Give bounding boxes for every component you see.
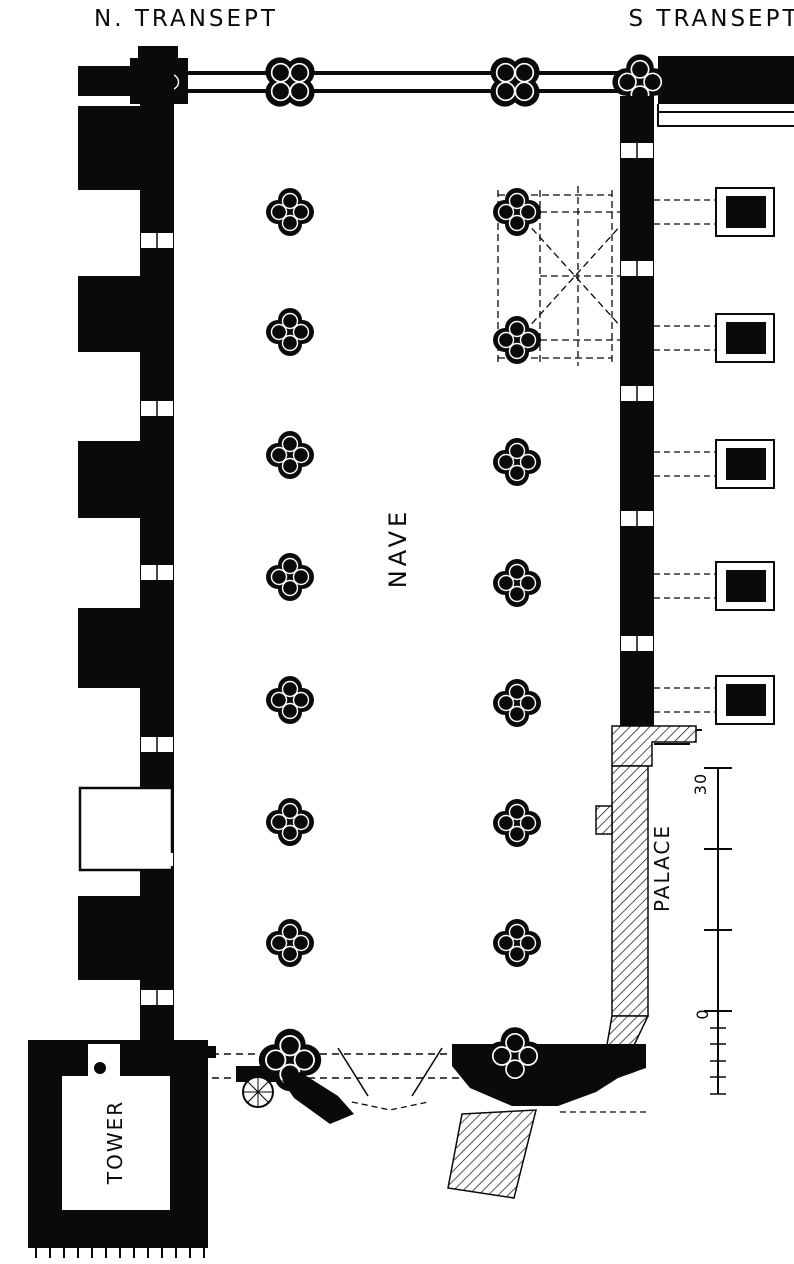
door-opening	[141, 853, 173, 866]
door-step-dashed	[351, 1101, 429, 1111]
west-front	[174, 1026, 646, 1199]
crossing-wall	[78, 40, 794, 127]
buttress	[78, 896, 174, 980]
south-aisle-wall	[620, 96, 702, 745]
nave-label: NAVE	[384, 508, 412, 588]
buttress	[78, 608, 174, 688]
s-transept-corner-mass	[658, 56, 794, 104]
palace-label: PALACE	[650, 824, 674, 912]
spiral-stair-treads	[243, 1077, 273, 1107]
north-windows	[141, 233, 173, 1005]
ground-cut-hatch	[447, 1109, 537, 1199]
buttress-connector-lines	[654, 199, 716, 713]
vault-rib-diagonal	[516, 211, 634, 341]
buttress	[78, 106, 174, 190]
vault-rib-diagonal	[516, 211, 634, 341]
scale-bar	[704, 767, 732, 1095]
tower-room	[62, 1076, 170, 1210]
detached-buttress-piers	[715, 187, 775, 725]
tower-label: TOWER	[103, 1100, 127, 1185]
buttress	[78, 441, 174, 518]
buttress-pier-core	[726, 322, 766, 354]
tower-base-ticks	[35, 1248, 205, 1258]
scale-value-0: 0	[693, 1008, 712, 1019]
n-transept-label: N. TRANSEPT	[94, 6, 278, 32]
tower-door-gap	[88, 1044, 120, 1078]
door-splay	[337, 1047, 369, 1097]
palace-wall-strip	[611, 765, 649, 1017]
buttress-pier-outline	[715, 187, 775, 237]
wall-strip	[140, 62, 174, 1062]
wall-strip	[620, 96, 654, 732]
s-transept-label: S TRANSEPT	[629, 6, 794, 32]
ne-corner-stub-up	[138, 46, 178, 62]
tower-stair-newel	[94, 1062, 106, 1074]
door-splay	[411, 1047, 443, 1097]
buttress-pier-core	[726, 570, 766, 602]
scale-value-30: 30	[691, 773, 710, 795]
buttress-pier-outline	[715, 561, 775, 611]
door-jamb-mass	[282, 1072, 354, 1124]
buttress-pier-core	[726, 196, 766, 228]
buttress-pier-outline	[715, 675, 775, 725]
tower	[28, 1040, 208, 1258]
buttress-pier-outline	[715, 439, 775, 489]
buttress-pier-core	[726, 448, 766, 480]
palace-wall	[595, 725, 697, 1063]
buttress-pier-outline	[715, 313, 775, 363]
buttress	[78, 276, 174, 352]
south-windows	[621, 143, 653, 651]
north-aisle-wall	[78, 62, 174, 1062]
palace-wall-step	[595, 805, 613, 835]
ne-corner-stub	[78, 66, 134, 96]
buttress-pier-core	[726, 684, 766, 716]
